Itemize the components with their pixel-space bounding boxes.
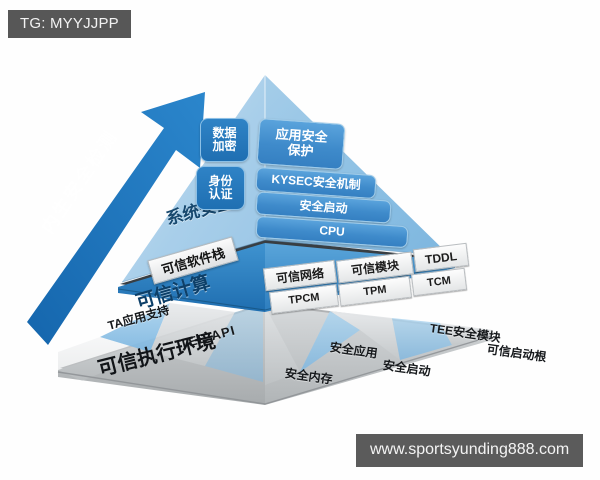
box-data-encryption-line1: 数据	[212, 125, 237, 140]
box-application-security-protection: 应用安全 保护	[256, 118, 346, 170]
box-application-security-protection-line2: 保护	[287, 142, 315, 159]
box-cpu-label: CPU	[318, 223, 346, 239]
box-data-encryption: 数据 加密	[200, 118, 249, 162]
box-identity-authentication-line1: 身份	[208, 173, 233, 188]
box-identity-authentication: 身份 认证	[196, 166, 245, 210]
chip-tpm-label: TPM	[362, 283, 388, 299]
chip-tpcm-label: TPCM	[287, 291, 321, 307]
tg-tag: TG: MYYJJPP	[8, 10, 131, 38]
chip-tcm-label: TCM	[426, 274, 452, 290]
box-data-encryption-line2: 加密	[212, 139, 237, 153]
chip-trusted-module-label: 可信模块	[350, 258, 400, 278]
site-watermark: www.sportsyunding888.com	[356, 434, 584, 467]
chip-trusted-network-label: 可信网络	[275, 266, 325, 286]
box-identity-authentication-line2: 认证	[208, 187, 233, 201]
box-secure-boot-tier1-label: 安全启动	[299, 197, 348, 216]
chip-tddl-label: TDDL	[424, 248, 458, 267]
box-kysec-security-mechanism-label: KYSEC安全机制	[270, 171, 362, 193]
